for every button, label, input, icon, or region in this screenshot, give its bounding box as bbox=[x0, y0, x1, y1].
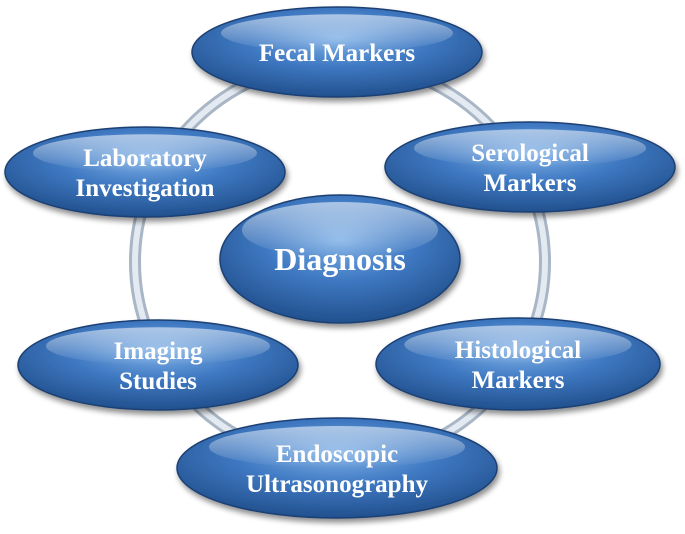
center-node-shine bbox=[242, 202, 438, 258]
node-laboratory-label-line-1: Laboratory bbox=[83, 145, 207, 172]
node-endoscopic-label-line-2: Ultrasonography bbox=[246, 471, 428, 498]
node-imaging-label-line-1: Imaging bbox=[114, 338, 203, 365]
node-serological-label-line-2: Markers bbox=[483, 170, 576, 197]
nodes-layer: Fecal MarkersSerologicalMarkersHistologi… bbox=[4, 6, 676, 519]
node-fecal: Fecal Markers bbox=[191, 6, 483, 98]
node-endoscopic-shine bbox=[209, 426, 465, 468]
node-histological-label-line-1: Histological bbox=[455, 337, 581, 364]
node-serological-shine bbox=[414, 129, 646, 168]
node-serological-label-line-1: Serological bbox=[471, 140, 589, 167]
center-node-label: Diagnosis bbox=[274, 241, 406, 277]
node-laboratory-label-line-2: Investigation bbox=[76, 175, 215, 202]
node-endoscopic-label-line-1: Endoscopic bbox=[276, 441, 398, 468]
node-imaging-label-line-2: Studies bbox=[119, 368, 197, 395]
node-fecal-shine bbox=[221, 14, 453, 53]
node-laboratory-shine bbox=[33, 134, 257, 173]
center-node-diagnosis: Diagnosis bbox=[219, 194, 461, 324]
node-histological-shine bbox=[404, 325, 632, 364]
node-histological-label-line-2: Markers bbox=[471, 367, 564, 394]
node-fecal-label-line-1: Fecal Markers bbox=[259, 40, 415, 67]
node-imaging-shine bbox=[46, 327, 270, 365]
